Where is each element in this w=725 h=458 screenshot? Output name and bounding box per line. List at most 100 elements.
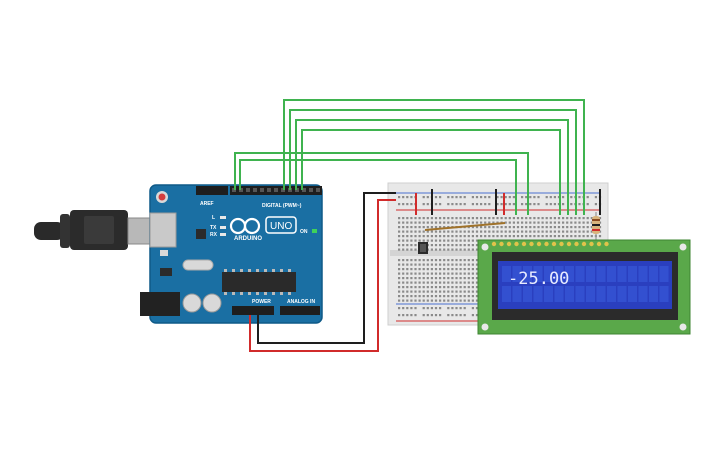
- breadboard-hole: [488, 226, 491, 229]
- breadboard-hole: [443, 226, 446, 229]
- breadboard-hole: [578, 203, 581, 206]
- breadboard-hole: [451, 286, 454, 289]
- breadboard-hole: [402, 239, 405, 242]
- breadboard-hole: [467, 281, 470, 284]
- usb-plug-metal: [127, 217, 151, 245]
- breadboard-hole: [492, 221, 495, 224]
- breadboard-hole: [529, 203, 532, 206]
- resistor-band-1: [592, 219, 600, 221]
- breadboard-hole: [447, 281, 450, 284]
- breadboard-hole: [504, 217, 507, 220]
- breadboard-hole: [398, 263, 401, 266]
- breadboard-hole: [467, 286, 470, 289]
- breadboard-hole: [500, 230, 503, 233]
- usb-cable[interactable]: [34, 210, 151, 250]
- breadboard-hole: [439, 268, 442, 271]
- jumper-wire[interactable]: [424, 222, 506, 231]
- lcd-pin: [551, 241, 557, 247]
- breadboard-hole: [471, 290, 474, 293]
- breadboard-hole: [439, 230, 442, 233]
- breadboard-hole: [430, 307, 433, 310]
- breadboard-hole: [484, 226, 487, 229]
- breadboard-hole: [500, 235, 503, 238]
- signal-wire-d12[interactable]: [234, 152, 529, 215]
- breadboard-hole: [574, 217, 577, 220]
- breadboard-hole: [484, 221, 487, 224]
- power-wire[interactable]: [249, 199, 396, 352]
- breadboard-hole: [418, 295, 421, 298]
- lcd-module[interactable]: -25.00: [477, 239, 691, 335]
- breadboard-hole: [418, 277, 421, 280]
- potentiometer[interactable]: [418, 242, 428, 254]
- breadboard-hole: [496, 235, 499, 238]
- led-label-tx: TX: [210, 225, 217, 231]
- breadboard-hole: [414, 235, 417, 238]
- breadboard-hole: [537, 226, 540, 229]
- signal-wire-d3[interactable]: [295, 119, 569, 215]
- breadboard-hole: [557, 230, 561, 233]
- breadboard-hole: [463, 244, 466, 247]
- breadboard-hole: [447, 203, 450, 206]
- breadboard-hole: [414, 230, 417, 233]
- signal-wire-d5[interactable]: [283, 99, 585, 215]
- breadboard-hole: [471, 268, 474, 271]
- breadboard-hole: [463, 290, 466, 293]
- lcd-pin: [574, 241, 579, 247]
- signal-wires[interactable]: [234, 99, 585, 215]
- breadboard-hole: [455, 286, 458, 289]
- breadboard-jumpers[interactable]: [415, 189, 601, 215]
- breadboard-hole: [402, 272, 405, 275]
- signal-wire-d4[interactable]: [289, 109, 577, 215]
- potentiometer-knob[interactable]: [420, 244, 426, 252]
- lcd-cell: [659, 286, 669, 302]
- breadboard-hole: [562, 196, 565, 199]
- breadboard-hole: [422, 263, 425, 266]
- lcd-cell: [649, 286, 658, 302]
- resistor[interactable]: [592, 212, 600, 240]
- breadboard-hole: [570, 217, 573, 220]
- reset-button[interactable]: [158, 193, 166, 201]
- breadboard-hole: [463, 235, 466, 238]
- breadboard-hole: [484, 230, 487, 233]
- breadboard-hole: [537, 230, 540, 233]
- breadboard-hole: [545, 217, 548, 220]
- lcd-display-text: -25.00: [508, 269, 569, 289]
- breadboard-hole: [570, 235, 573, 238]
- breadboard-hole: [434, 235, 438, 238]
- breadboard-hole: [455, 277, 458, 280]
- breadboard-hole: [463, 196, 466, 199]
- breadboard-hole: [451, 248, 454, 251]
- breadboard-hole: [430, 286, 433, 289]
- breadboard-hole: [471, 281, 474, 284]
- breadboard-hole: [480, 217, 483, 220]
- breadboard-hole: [521, 217, 524, 220]
- breadboard-hole: [426, 196, 429, 199]
- breadboard-hole: [430, 244, 433, 247]
- ground-wire[interactable]: [257, 192, 396, 344]
- breadboard-hole: [447, 277, 450, 280]
- breadboard-hole: [475, 281, 479, 284]
- breadboard-hole: [566, 226, 569, 229]
- breadboard-hole: [451, 235, 454, 238]
- breadboard-hole: [545, 196, 548, 199]
- signal-wire-d11[interactable]: [239, 159, 517, 215]
- breadboard-hole: [471, 226, 474, 229]
- breadboard-hole: [480, 235, 483, 238]
- breadboard-hole: [447, 259, 450, 262]
- breadboard-hole: [549, 196, 552, 199]
- breadboard-hole: [439, 248, 442, 251]
- breadboard-hole: [512, 203, 515, 206]
- breadboard-hole: [418, 268, 421, 271]
- lcd-cell: [575, 286, 585, 302]
- breadboard-hole: [529, 230, 532, 233]
- lcd-cell: [523, 286, 532, 302]
- usb-plug-grip: [84, 216, 114, 244]
- signal-wire-d2[interactable]: [301, 129, 561, 215]
- breadboard-hole: [504, 196, 507, 199]
- arduino-board[interactable]: DIGITAL (PWM~) AREF ARDUINO UNO ON L TX …: [140, 184, 323, 324]
- breadboard-hole: [422, 277, 425, 280]
- breadboard-hole: [398, 281, 401, 284]
- breadboard-hole: [570, 203, 573, 206]
- breadboard-hole: [574, 235, 577, 238]
